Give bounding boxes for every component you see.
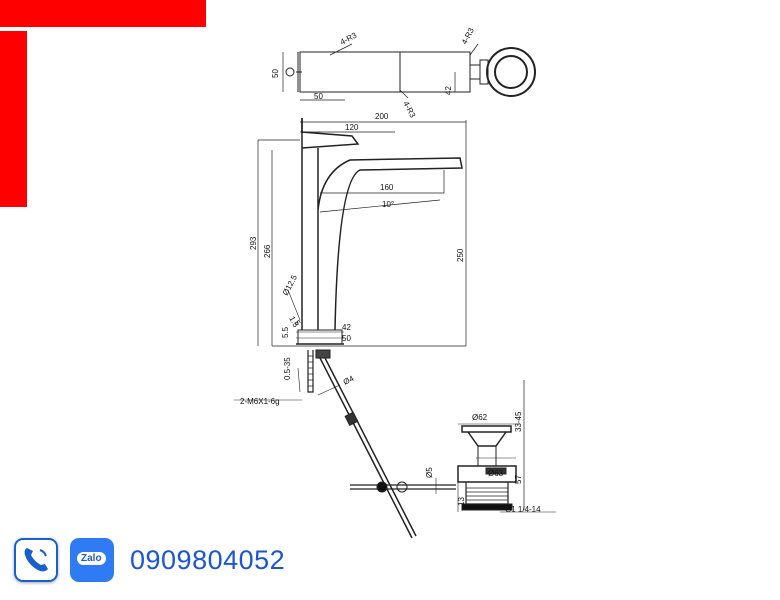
label-r3-b: 4-R3: [401, 100, 417, 120]
leader-12-5: [287, 289, 301, 321]
contact-bar: Zalo 0909804052: [14, 536, 285, 584]
label-r3-a: 4-R3: [339, 30, 359, 46]
label-base-42: 42: [342, 323, 351, 332]
top-view-body: [299, 51, 471, 93]
label-g1: G1 1/4-14: [505, 505, 541, 514]
side-view: 200 120 160 10° 293 266 250 Ø12.5 1.5 5 …: [249, 112, 467, 347]
drain-neck: [477, 445, 497, 467]
lever-clip-ring: [396, 481, 408, 493]
phone-handset-icon: [24, 548, 48, 572]
label-dia-63: Ø63: [488, 469, 504, 478]
fixings: 0.5-35 Ø4 2-M6X1-6g: [234, 349, 417, 539]
label-293: 293: [249, 236, 258, 250]
lever-clip: [376, 481, 388, 493]
leader-r3-b: [399, 89, 409, 99]
rod-clip: [344, 411, 359, 426]
label-266: 266: [263, 244, 272, 258]
label-33-45: 33-45: [514, 411, 523, 432]
label-top-50-horiz: 50: [314, 92, 323, 101]
label-13: 13: [457, 497, 466, 506]
label-120: 120: [345, 123, 359, 132]
label-r3-c: 4-R3: [460, 26, 476, 46]
label-dia-62: Ø62: [472, 413, 488, 422]
label-200: 200: [375, 112, 389, 121]
label-m6: 2-M6X1-6g: [240, 397, 280, 406]
brand-bar-side: [0, 31, 27, 207]
drain-plan-outer-ring: [486, 47, 536, 97]
label-160: 160: [380, 183, 394, 192]
zalo-label: Zalo: [77, 552, 106, 565]
brand-bar-top: [0, 0, 206, 27]
top-view-handle-knob: [285, 67, 295, 77]
phone-number[interactable]: 0909804052: [130, 544, 286, 575]
drain-plan-inner-ring: [494, 55, 528, 89]
label-top-42: 42: [444, 86, 453, 95]
pop-up-rod: [319, 357, 413, 539]
leader-dia-4: [317, 384, 341, 396]
label-dia-5: Ø5: [425, 467, 434, 478]
drain-plan-clip: [479, 59, 489, 85]
zalo-icon[interactable]: Zalo: [70, 538, 114, 582]
faucet-body: [301, 148, 463, 331]
label-5-5: 5.5: [281, 326, 290, 338]
threaded-stud-ridges: [308, 355, 313, 387]
label-57: 57: [514, 475, 523, 484]
label-250: 250: [456, 248, 465, 262]
drain-lever-mark: [485, 467, 507, 475]
leader-r3-a: [329, 43, 353, 56]
leader-r3-c: [469, 43, 479, 56]
threaded-stud: [307, 350, 314, 393]
drain-thread-ridges: [466, 487, 508, 501]
label-base-50: 50: [342, 334, 351, 343]
dim-line-10deg: [319, 199, 441, 213]
top-view-left-edge: [296, 52, 302, 92]
drain-flange: [467, 431, 507, 447]
label-10deg: 10°: [382, 200, 394, 209]
drain-cap: [461, 425, 512, 433]
label-dia-4: Ø4: [342, 374, 356, 387]
top-view: 4-R3 4-R3 4-R3 50 50 42: [271, 26, 536, 120]
label-top-50-vert: 50: [271, 69, 280, 78]
dim-line-0-5-35: [297, 367, 301, 393]
drain-assembly: Ø62 33-45 Ø5 Ø63 57 13 G1 1/4-14: [350, 380, 556, 514]
pop-up-rod-2: [324, 357, 417, 537]
drain-thread: [465, 482, 509, 505]
label-5: 5: [292, 319, 302, 328]
label-0-5-35: 0.5-35: [283, 357, 292, 380]
drain-body: [457, 465, 517, 483]
label-dia-12-5: Ø12.5: [281, 273, 299, 297]
phone-icon[interactable]: [14, 538, 58, 582]
drain-nut: [461, 503, 513, 511]
hose-connector: [315, 349, 331, 359]
